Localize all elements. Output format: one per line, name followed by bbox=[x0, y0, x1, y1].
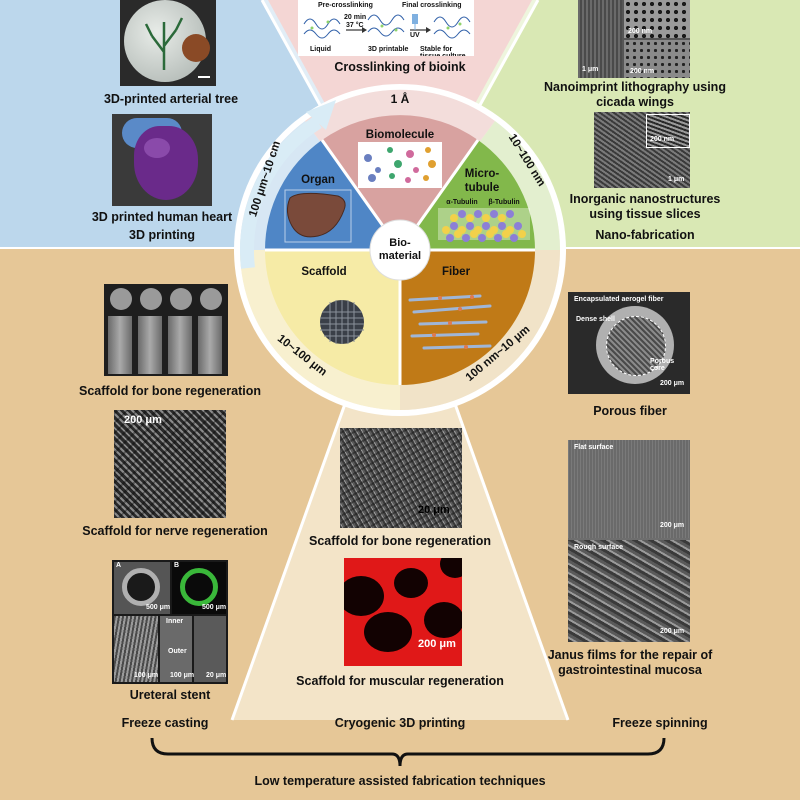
center-circle bbox=[369, 219, 431, 281]
nerve-sb: 200 μm bbox=[124, 414, 162, 426]
footer-bracket bbox=[150, 737, 666, 767]
human-heart-caption: 3D printed human heart bbox=[91, 210, 233, 224]
tissue-sb-200nm: 200 nm bbox=[650, 136, 675, 143]
scale-label-top: 1 Å bbox=[391, 91, 410, 106]
cicada-wing-sem: 1 μm 200 nm 200 nm bbox=[578, 0, 690, 78]
scaffold-illustration bbox=[320, 300, 364, 344]
bone-scaffold-sem bbox=[104, 284, 228, 376]
janus-flat-label: Flat surface bbox=[574, 444, 614, 451]
freeze-casting-label: Freeze casting bbox=[121, 716, 209, 730]
sector-label-microtubule-1: Micro- bbox=[465, 168, 500, 180]
crosslink-time-label: 20 min bbox=[344, 14, 367, 21]
aerogel-sb: 200 μm bbox=[660, 380, 685, 387]
crosslink-stable-label: Stable for tissue culture bbox=[420, 46, 466, 56]
crosslink-caption: Crosslinking of bioink bbox=[334, 60, 466, 74]
cicada-sb-1um: 1 μm bbox=[582, 66, 599, 73]
scale-arrow bbox=[240, 116, 322, 269]
cryo-bone-sb: 20 μm bbox=[418, 504, 450, 516]
janus-rough-sb: 200 μm bbox=[660, 628, 685, 635]
nerve-scaffold-sem: 200 μm bbox=[114, 410, 226, 518]
center-label-1: Bio- bbox=[389, 237, 411, 249]
tissue-slice-sem: 200 nm 1 μm bbox=[594, 112, 690, 188]
crosslink-liquid-label: Liquid bbox=[310, 46, 331, 53]
porous-fiber-caption: Porous fiber bbox=[593, 404, 667, 418]
footer-label: Low temperature assisted fabrication tec… bbox=[254, 774, 546, 788]
crosslink-printable-label: 3D printable bbox=[368, 46, 409, 53]
3d-printing-section-label: 3D printing bbox=[129, 228, 195, 242]
center-label-2: material bbox=[379, 250, 421, 262]
stent-sb-3: 100 μm bbox=[134, 672, 159, 679]
inorganic-caption-2: using tissue slices bbox=[589, 207, 701, 221]
stent-sb-5: 20 μm bbox=[206, 672, 227, 679]
stent-sb-4: 100 μm bbox=[170, 672, 195, 679]
stent-label-b: B bbox=[174, 562, 180, 569]
stent-label-a: A bbox=[116, 562, 122, 569]
janus-caption-1: Janus films for the repair of bbox=[547, 648, 713, 662]
stent-sb-2: 500 μm bbox=[202, 604, 227, 611]
bone-scaffold-caption-left: Scaffold for bone regeneration bbox=[79, 384, 261, 398]
human-heart-photo bbox=[112, 114, 212, 206]
microtubule-illustration bbox=[438, 208, 530, 242]
aerogel-core-label: Porous core bbox=[650, 358, 675, 372]
nanoimprint-caption-2: cicada wings bbox=[596, 95, 674, 109]
freeze-spinning-label: Freeze spinning bbox=[612, 716, 708, 730]
crosslink-pre-label: Pre-crosslinking bbox=[318, 2, 373, 9]
crosslink-final-label: Final crosslinking bbox=[402, 2, 462, 9]
sector-label-scaffold: Scaffold bbox=[301, 266, 346, 278]
sector-label-microtubule-2: tubule bbox=[465, 182, 500, 194]
biomolecule-illustration bbox=[358, 142, 442, 188]
muscular-sb: 200 μm bbox=[418, 638, 456, 650]
crosslink-temp-label: 37 °C bbox=[346, 22, 364, 29]
stent-sb-1: 500 μm bbox=[146, 604, 171, 611]
stent-inner-label: Inner bbox=[166, 618, 184, 625]
nano-fabrication-section-label: Nano-fabrication bbox=[595, 228, 695, 242]
nanoimprint-caption-1: Nanoimprint lithography using bbox=[544, 80, 726, 94]
muscular-scaffold-fluorescence: 200 μm bbox=[344, 558, 462, 666]
ureteral-stent-sem: A B 500 μm 500 μm Inner Outer 100 μm 100… bbox=[112, 560, 228, 684]
arterial-tree-caption: 3D-printed arterial tree bbox=[103, 92, 239, 106]
liver-illustration bbox=[286, 192, 346, 238]
ureteral-stent-caption: Ureteral stent bbox=[129, 688, 211, 702]
cicada-sb-200nm: 200 nm bbox=[628, 28, 653, 35]
sector-label-fiber: Fiber bbox=[442, 266, 471, 278]
crosslink-uv-label: UV bbox=[410, 32, 420, 39]
alpha-tubulin-label: α-Tubulin bbox=[446, 199, 477, 206]
aerogel-dense-label: Dense shell bbox=[576, 316, 615, 323]
cryo-bone-caption: Scaffold for bone regeneration bbox=[309, 534, 491, 548]
janus-flat-sb: 200 μm bbox=[660, 522, 685, 529]
stent-outer-label: Outer bbox=[168, 648, 187, 655]
sector-label-biomolecule: Biomolecule bbox=[366, 129, 434, 141]
cryo-bone-scaffold-sem: 20 μm bbox=[340, 428, 462, 528]
nerve-scaffold-caption: Scaffold for nerve regeneration bbox=[82, 524, 268, 538]
aerogel-title: Encapsulated aerogel fiber bbox=[574, 296, 664, 303]
muscular-scaffold-caption: Scaffold for muscular regeneration bbox=[296, 674, 504, 688]
tissue-sb-1um: 1 μm bbox=[668, 176, 685, 183]
sector-label-organ: Organ bbox=[301, 174, 335, 186]
fiber-illustration bbox=[408, 294, 492, 350]
janus-caption-2: gastrointestinal mucosa bbox=[558, 663, 702, 677]
janus-film-sem: Flat surface 200 μm Rough surface 200 μm bbox=[568, 440, 690, 642]
cryogenic-printing-label: Cryogenic 3D printing bbox=[334, 716, 466, 730]
beta-tubulin-label: β-Tubulin bbox=[488, 199, 519, 206]
cicada-sb-200nm-b: 200 nm bbox=[630, 68, 655, 75]
janus-rough-label: Rough surface bbox=[574, 544, 624, 551]
sector-fiber bbox=[400, 250, 535, 385]
crosslink-diagram: Pre-crosslinking Final crosslinking 20 m… bbox=[298, 0, 474, 56]
arterial-tree-photo bbox=[120, 0, 216, 86]
inorganic-caption-1: Inorganic nanostructures bbox=[569, 192, 721, 206]
aerogel-fiber-sem: Encapsulated aerogel fiber Dense shell P… bbox=[568, 292, 690, 394]
